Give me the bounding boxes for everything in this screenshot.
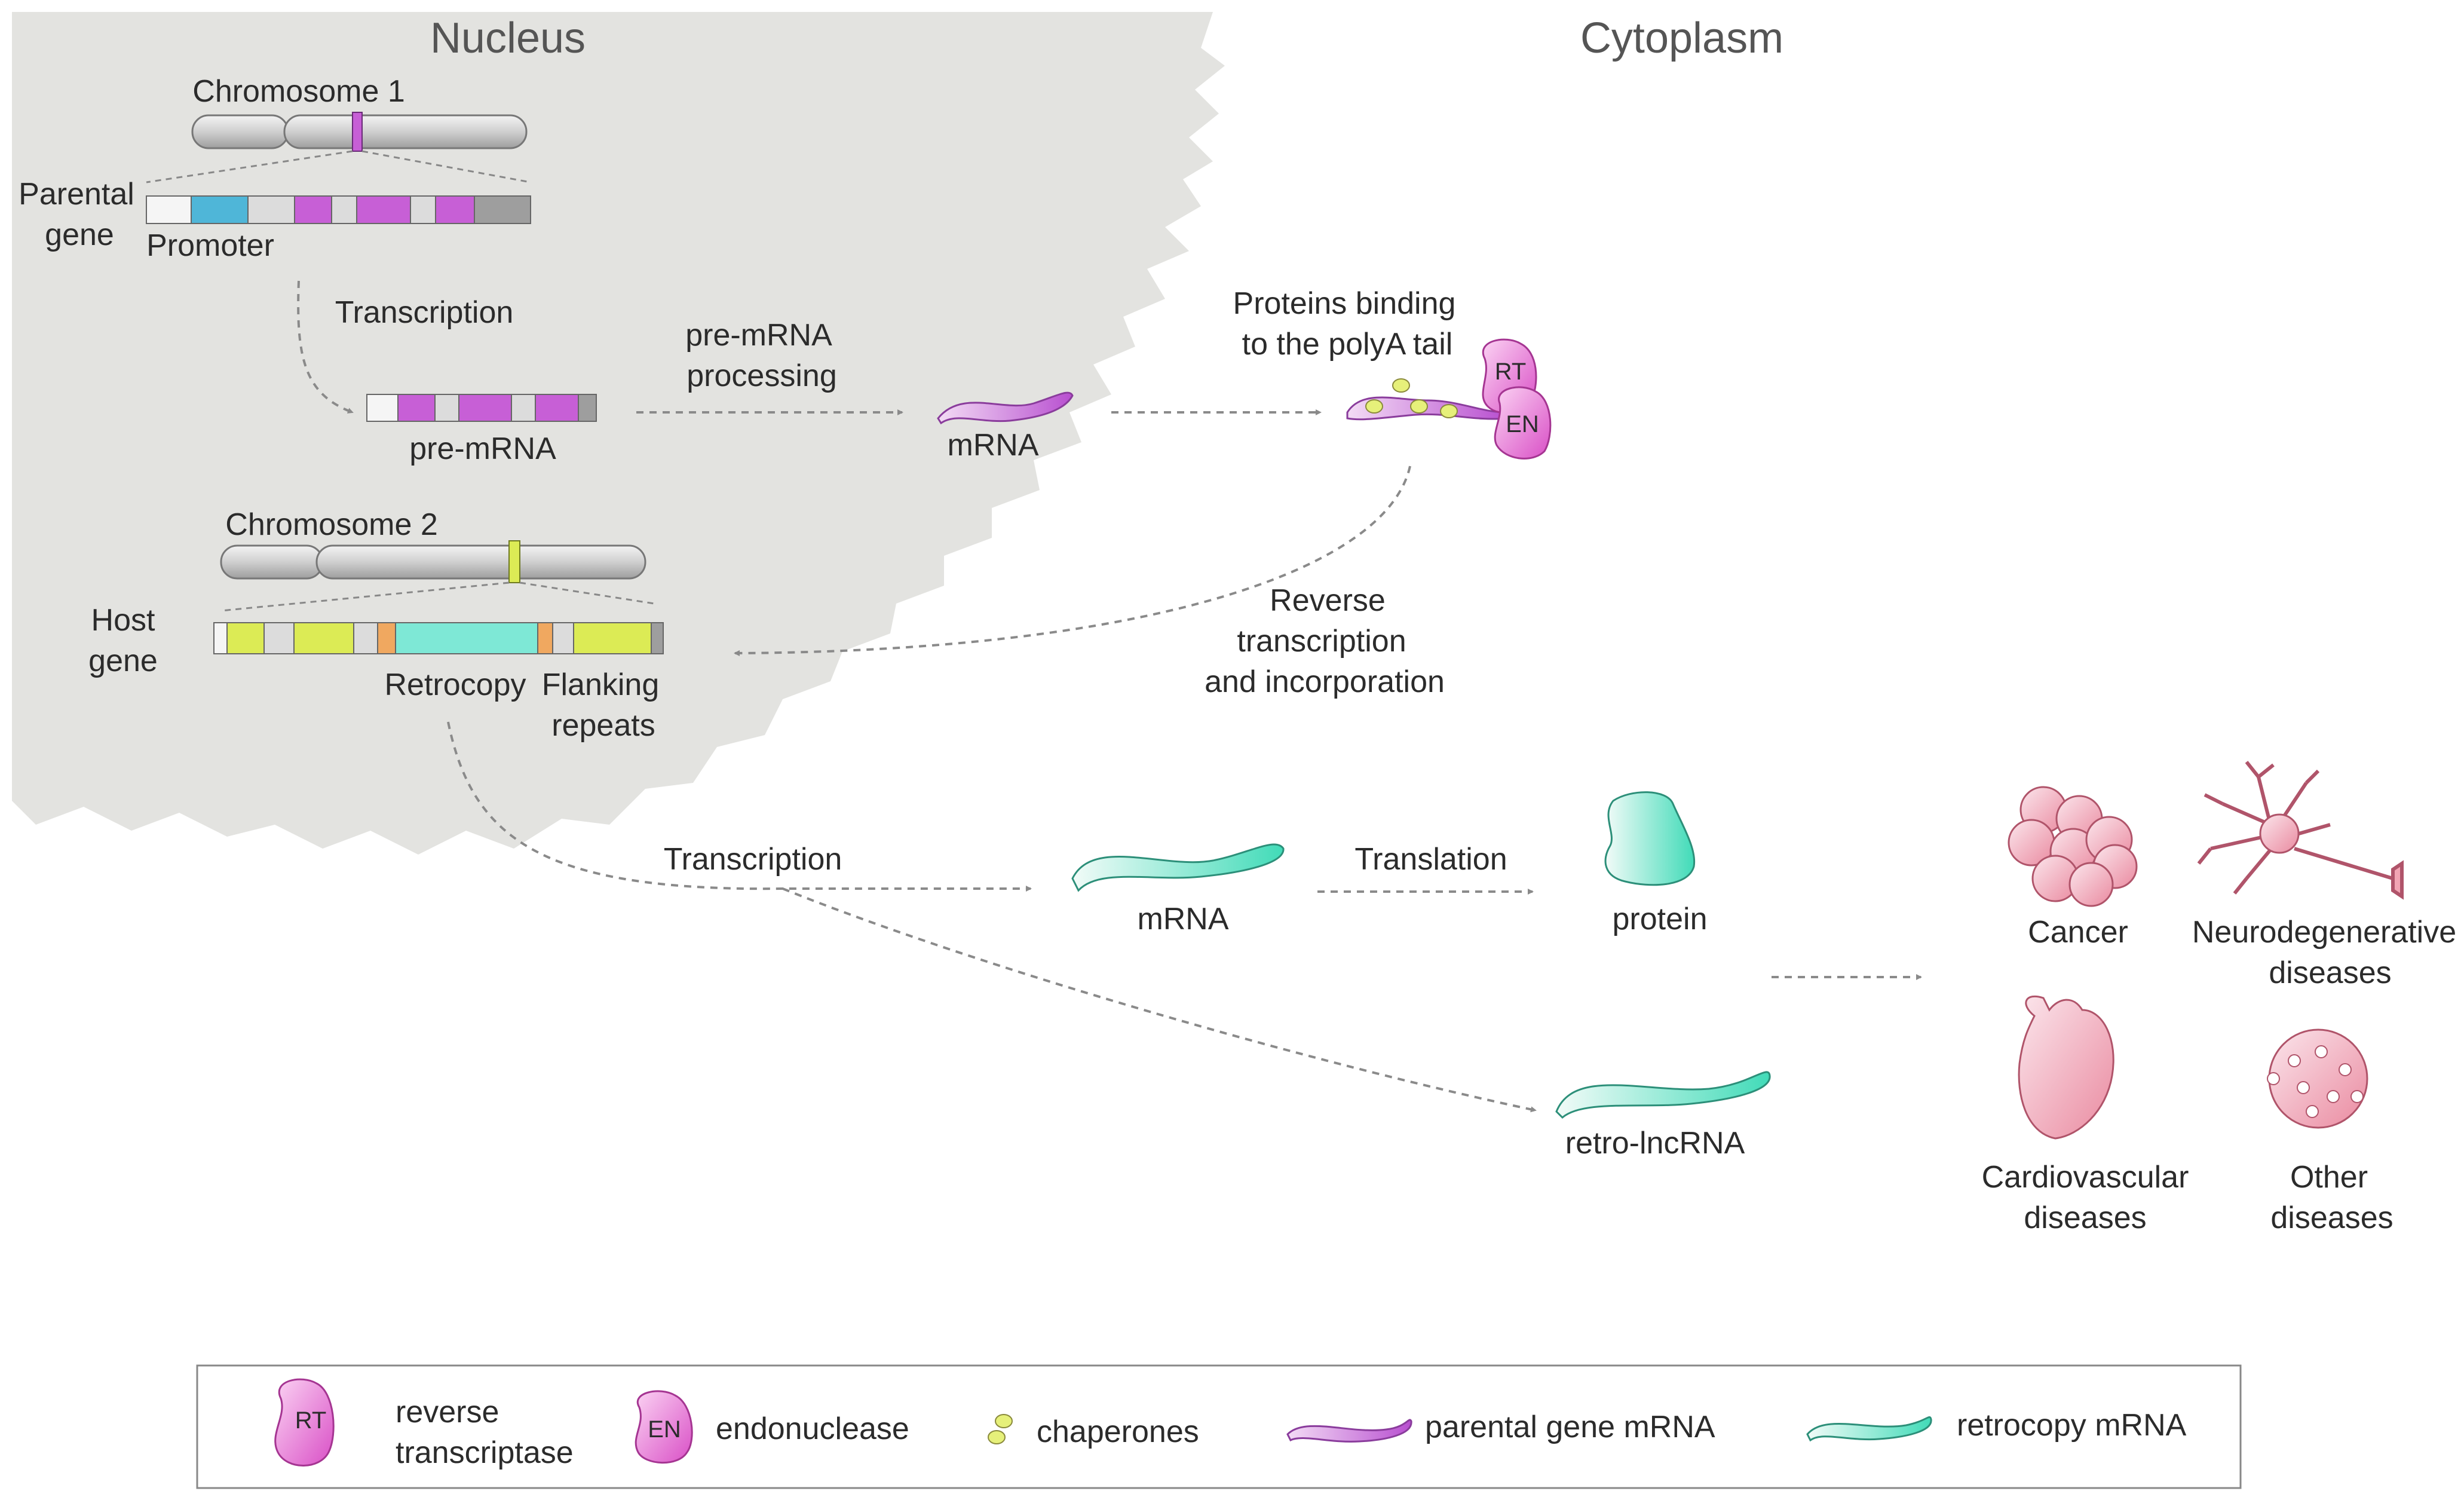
cardio-label-line2: diseases xyxy=(2024,1201,2146,1235)
premrna-bar xyxy=(366,394,597,422)
parental-gene-bar xyxy=(146,195,531,224)
chromosome2-label: Chromosome 2 xyxy=(225,507,437,542)
retrolnc-arrow xyxy=(782,887,1537,1113)
rt-step-line2: transcription xyxy=(1237,624,1406,659)
chromosome1 xyxy=(191,112,528,152)
mrna1-label: mRNA xyxy=(947,428,1038,463)
legend-chaperone-icon xyxy=(995,1414,1013,1428)
retrolncrna-label: retro-lncRNA xyxy=(1565,1126,1745,1161)
chaperone-icon xyxy=(1440,404,1458,418)
reverse-transcription-arrow xyxy=(734,466,1411,656)
promoter-label: Promoter xyxy=(146,228,274,263)
legend-en-label: endonuclease xyxy=(716,1412,909,1446)
rt-step-line3: and incorporation xyxy=(1205,665,1445,699)
chromosome2-zoom-lines xyxy=(220,581,655,612)
neuron-icon xyxy=(2197,761,2404,900)
promoter-block xyxy=(191,195,249,224)
cancer-label: Cancer xyxy=(2028,915,2128,950)
legend-parental-mrna-label: parental gene mRNA xyxy=(1425,1410,1715,1444)
parental-exon xyxy=(356,195,411,224)
host-label-line1: Host xyxy=(91,603,155,638)
other-label-line2: diseases xyxy=(2270,1201,2393,1235)
en-icon-label: EN xyxy=(1506,411,1539,437)
premrna-label: pre-mRNA xyxy=(409,431,556,466)
parental-exon xyxy=(294,195,332,224)
parental-mrna-shape xyxy=(937,391,1074,425)
host-gene-bar xyxy=(213,622,664,654)
binding-label-line1: Proteins binding xyxy=(1233,286,1456,321)
legend-chaperones-label: chaperones xyxy=(1037,1415,1199,1449)
legend-rt-label-line2: transcriptase xyxy=(396,1435,574,1470)
retrocopy-block xyxy=(395,622,538,654)
transcription-arrow-1 xyxy=(297,280,354,414)
rt-icon-label: RT xyxy=(1495,359,1527,385)
retrolncrna-shape xyxy=(1555,1071,1771,1119)
chaperone-icon xyxy=(1365,399,1383,414)
cytoplasm-title: Cytoplasm xyxy=(1580,14,1783,62)
virus-icon xyxy=(2267,1028,2368,1129)
parental-label-line1: Parental xyxy=(19,177,134,212)
parental-label-line2: gene xyxy=(45,218,114,252)
polya-complex: RT EN xyxy=(1346,338,1552,460)
chaperone-icon xyxy=(1410,399,1428,414)
rt-step-line1: Reverse xyxy=(1270,583,1386,618)
protein-shape xyxy=(1604,791,1696,886)
chromosome2-locus xyxy=(508,540,520,583)
flanking-repeat xyxy=(537,622,553,654)
flanking-label-line2: repeats xyxy=(551,708,655,743)
heart-icon xyxy=(2018,995,2114,1140)
protein-label: protein xyxy=(1613,902,1708,936)
cancer-cells-icon xyxy=(2008,786,2138,907)
legend-en-icon xyxy=(635,1390,693,1464)
processing-label-line1: pre-mRNA xyxy=(685,318,832,353)
flanking-repeat xyxy=(377,622,396,654)
chromosome1-zoom-lines xyxy=(146,150,531,183)
chaperone-icon xyxy=(1392,378,1410,393)
neuron-body xyxy=(2259,813,2300,854)
chromosome1-label: Chromosome 1 xyxy=(192,74,404,109)
flanking-label-line1: Flanking xyxy=(542,668,660,702)
chromosome2 xyxy=(220,540,646,583)
binding-label-line2: to the polyA tail xyxy=(1242,327,1453,362)
legend-rt-icon-label: RT xyxy=(295,1407,327,1434)
host-label-line2: gene xyxy=(88,644,158,678)
legend: RT reverse transcriptase EN endonuclease… xyxy=(196,1364,2242,1489)
nucleus-title: Nucleus xyxy=(430,14,586,62)
legend-retrocopy-mrna-icon xyxy=(1806,1416,1932,1442)
cardio-label-line1: Cardiovascular xyxy=(1982,1160,2189,1195)
retrocopy-label: Retrocopy xyxy=(385,668,526,702)
processing-label-line2: processing xyxy=(687,359,836,393)
legend-rt-label-line1: reverse xyxy=(396,1395,499,1429)
neuro-label-line2: diseases xyxy=(2269,956,2391,990)
translation-label: Translation xyxy=(1354,842,1507,877)
legend-retrocopy-mrna-label: retrocopy mRNA xyxy=(1957,1408,2187,1443)
transcription-arrow-2 xyxy=(447,721,1032,892)
parental-exon xyxy=(435,195,475,224)
mrna2-label: mRNA xyxy=(1137,902,1228,936)
retrocopy-mrna-shape xyxy=(1071,843,1285,892)
neuro-label-line1: Neurodegenerative xyxy=(2192,915,2456,950)
legend-chaperone-icon xyxy=(988,1430,1006,1444)
transcription1-label: Transcription xyxy=(335,295,514,330)
transcription2-label: Transcription xyxy=(664,842,842,877)
endonuclease-icon xyxy=(1494,386,1552,460)
other-label-line1: Other xyxy=(2290,1160,2368,1195)
legend-rt-icon xyxy=(274,1378,335,1467)
legend-parental-mrna-icon xyxy=(1286,1419,1412,1443)
chromosome1-locus xyxy=(352,112,363,152)
legend-en-icon-label: EN xyxy=(648,1416,681,1443)
